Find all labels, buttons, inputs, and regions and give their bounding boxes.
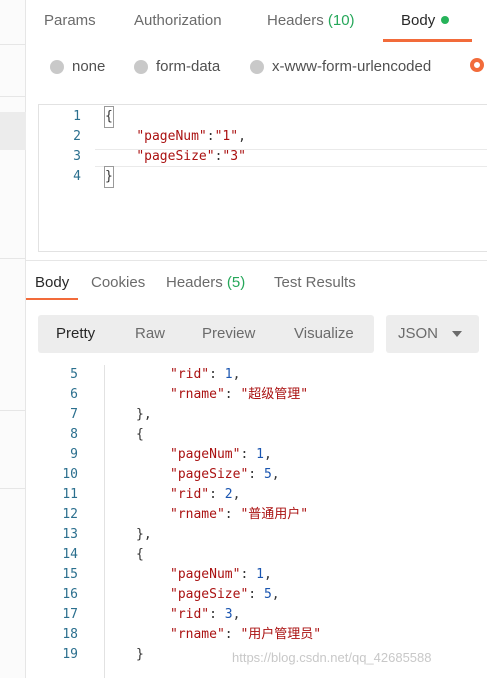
editor-line: 2 "pageNum":"1", (73, 129, 246, 144)
response-tab-underline (26, 298, 78, 300)
indent-guide (104, 365, 105, 678)
collection-sidebar-edge (0, 0, 26, 678)
tab-params[interactable]: Params (44, 12, 96, 29)
response-line: 12"rname": "普通用户" (62, 507, 309, 522)
response-tab-headers[interactable]: Headers (5) (166, 274, 246, 291)
body-indicator-dot-icon (441, 16, 450, 24)
pane-divider[interactable] (26, 260, 487, 261)
response-line: 10"pageSize": 5, (62, 467, 280, 482)
view-pretty-button[interactable]: Pretty (56, 325, 96, 342)
view-mode-bar: Pretty Raw Preview Visualize (38, 315, 374, 353)
editor-line: 1 { (39, 106, 487, 128)
radio-form-data[interactable]: form-data (134, 58, 220, 75)
response-line: 13}, (62, 527, 152, 542)
response-line: 16"pageSize": 5, (62, 587, 280, 602)
response-line: 6"rname": "超级管理" (70, 387, 309, 402)
radio-x-www-form-urlencoded[interactable]: x-www-form-urlencoded (250, 58, 431, 75)
response-line: 11"rid": 2, (62, 487, 241, 502)
response-body-viewer[interactable]: 5"rid": 1, 6"rname": "超级管理" 7}, 8{ 9"pageNum… (38, 365, 487, 678)
tab-authorization[interactable]: Authorization (134, 12, 222, 29)
response-line: 18"rname": "用户管理员" (62, 627, 322, 642)
request-tabs: Params Authorization Headers (10) Body (26, 0, 487, 44)
headers-count: (10) (327, 12, 355, 29)
view-raw-button[interactable]: Raw (135, 325, 166, 342)
request-body-editor[interactable]: 1 { 2 "pageNum":"1", 3 "pageSize":"3" 4 … (38, 104, 487, 252)
response-line: 15"pageNum": 1, (62, 567, 272, 582)
editor-line: 4 } (39, 166, 487, 188)
radio-none[interactable]: none (50, 58, 105, 75)
active-tab-underline (383, 39, 472, 42)
chevron-down-icon (452, 331, 462, 337)
tab-headers[interactable]: Headers (10) (267, 12, 355, 29)
radio-raw[interactable] (470, 58, 487, 72)
response-line: 5"rid": 1, (70, 367, 241, 382)
radio-off-icon (250, 59, 264, 74)
radio-off-icon (50, 59, 64, 74)
tab-body[interactable]: Body (401, 12, 450, 29)
response-line: 8{ (70, 427, 144, 442)
view-preview-button[interactable]: Preview (202, 325, 256, 342)
watermark: https://blog.csdn.net/qq_42685588 (232, 650, 432, 665)
view-visualize-button[interactable]: Visualize (294, 325, 354, 342)
radio-off-icon (134, 59, 148, 74)
editor-line: 3 "pageSize":"3" (73, 149, 246, 164)
language-select[interactable]: JSON (386, 315, 479, 353)
response-line: 9"pageNum": 1, (70, 447, 272, 462)
response-tab-cookies[interactable]: Cookies (91, 274, 146, 291)
response-line: 14{ (62, 547, 144, 562)
response-line: 17"rid": 3, (62, 607, 241, 622)
body-type-selector: none form-data x-www-form-urlencoded (26, 50, 487, 86)
current-line-highlight (95, 149, 487, 167)
response-line: 7}, (70, 407, 152, 422)
response-line: 19} (62, 647, 144, 662)
response-tab-body[interactable]: Body (35, 274, 70, 291)
response-tab-test-results[interactable]: Test Results (274, 274, 356, 291)
radio-on-icon (470, 58, 484, 72)
response-headers-count: (5) (226, 274, 246, 291)
